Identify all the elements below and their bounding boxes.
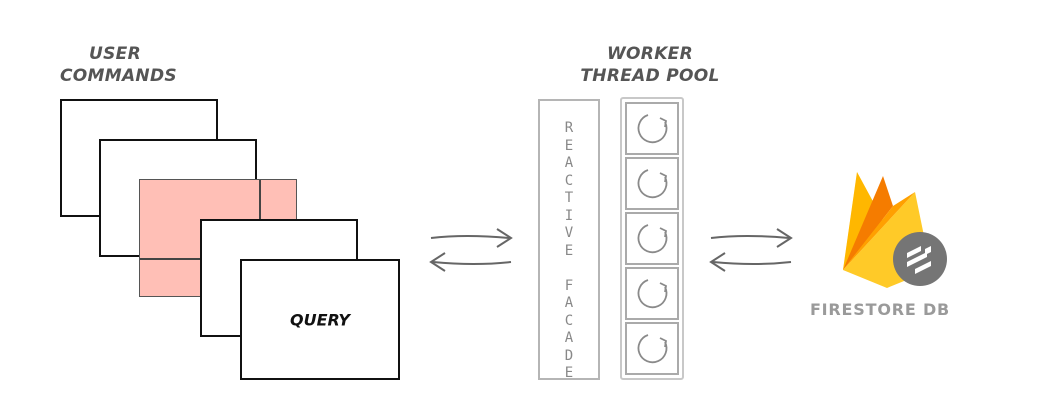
bidirectional-arrow-left	[429, 228, 513, 272]
facade-letter: A	[564, 155, 574, 171]
firestore-stack-icon	[907, 246, 931, 274]
firebase-flame-logo	[843, 172, 947, 288]
worker-thread-pool	[620, 97, 684, 380]
facade-letter: R	[564, 120, 574, 136]
worker-label-line-1: WORKER	[607, 44, 693, 64]
refresh-icon	[637, 114, 668, 144]
facade-letter: F	[564, 277, 574, 294]
facade-letter: I	[564, 207, 574, 224]
query-label: QUERY	[290, 310, 350, 329]
firestore-db-label: FIRESTORE DB	[809, 300, 951, 319]
worker-thread-slot	[625, 102, 679, 155]
highlight-card-grid-horizontal	[140, 258, 200, 260]
worker-thread-slot	[625, 267, 679, 320]
reactive-facade-box: R E A C T I V E F A C A D E	[538, 99, 600, 380]
bidirectional-arrow-right	[709, 228, 793, 272]
refresh-icon	[637, 224, 668, 254]
facade-letter: C	[564, 172, 574, 189]
facade-letter: D	[564, 347, 574, 364]
worker-label-line-2: THREAD POOL	[580, 66, 720, 86]
facade-letter: A	[564, 295, 574, 311]
worker-thread-slot	[625, 157, 679, 210]
worker-thread-slot	[625, 212, 679, 265]
facade-letter: E	[564, 137, 574, 154]
worker-thread-slot	[625, 322, 679, 375]
facade-letter: E	[564, 365, 574, 381]
facade-letter: A	[564, 330, 574, 346]
user-commands-label: USER COMMANDS	[60, 43, 177, 87]
highlight-card-grid-vertical	[259, 180, 261, 220]
facade-letter: C	[564, 312, 574, 329]
facade-letter: V	[564, 225, 574, 241]
refresh-icon	[637, 279, 668, 309]
user-commands-label-line-2: COMMANDS	[60, 66, 177, 86]
refresh-icon	[637, 334, 668, 364]
user-commands-label-line-1: USER	[89, 44, 141, 64]
worker-thread-pool-label: WORKER THREAD POOL	[575, 43, 725, 87]
facade-letter: E	[564, 242, 574, 259]
refresh-icon	[637, 169, 668, 199]
query-card: QUERY	[240, 259, 400, 380]
facade-letter: T	[564, 190, 574, 206]
